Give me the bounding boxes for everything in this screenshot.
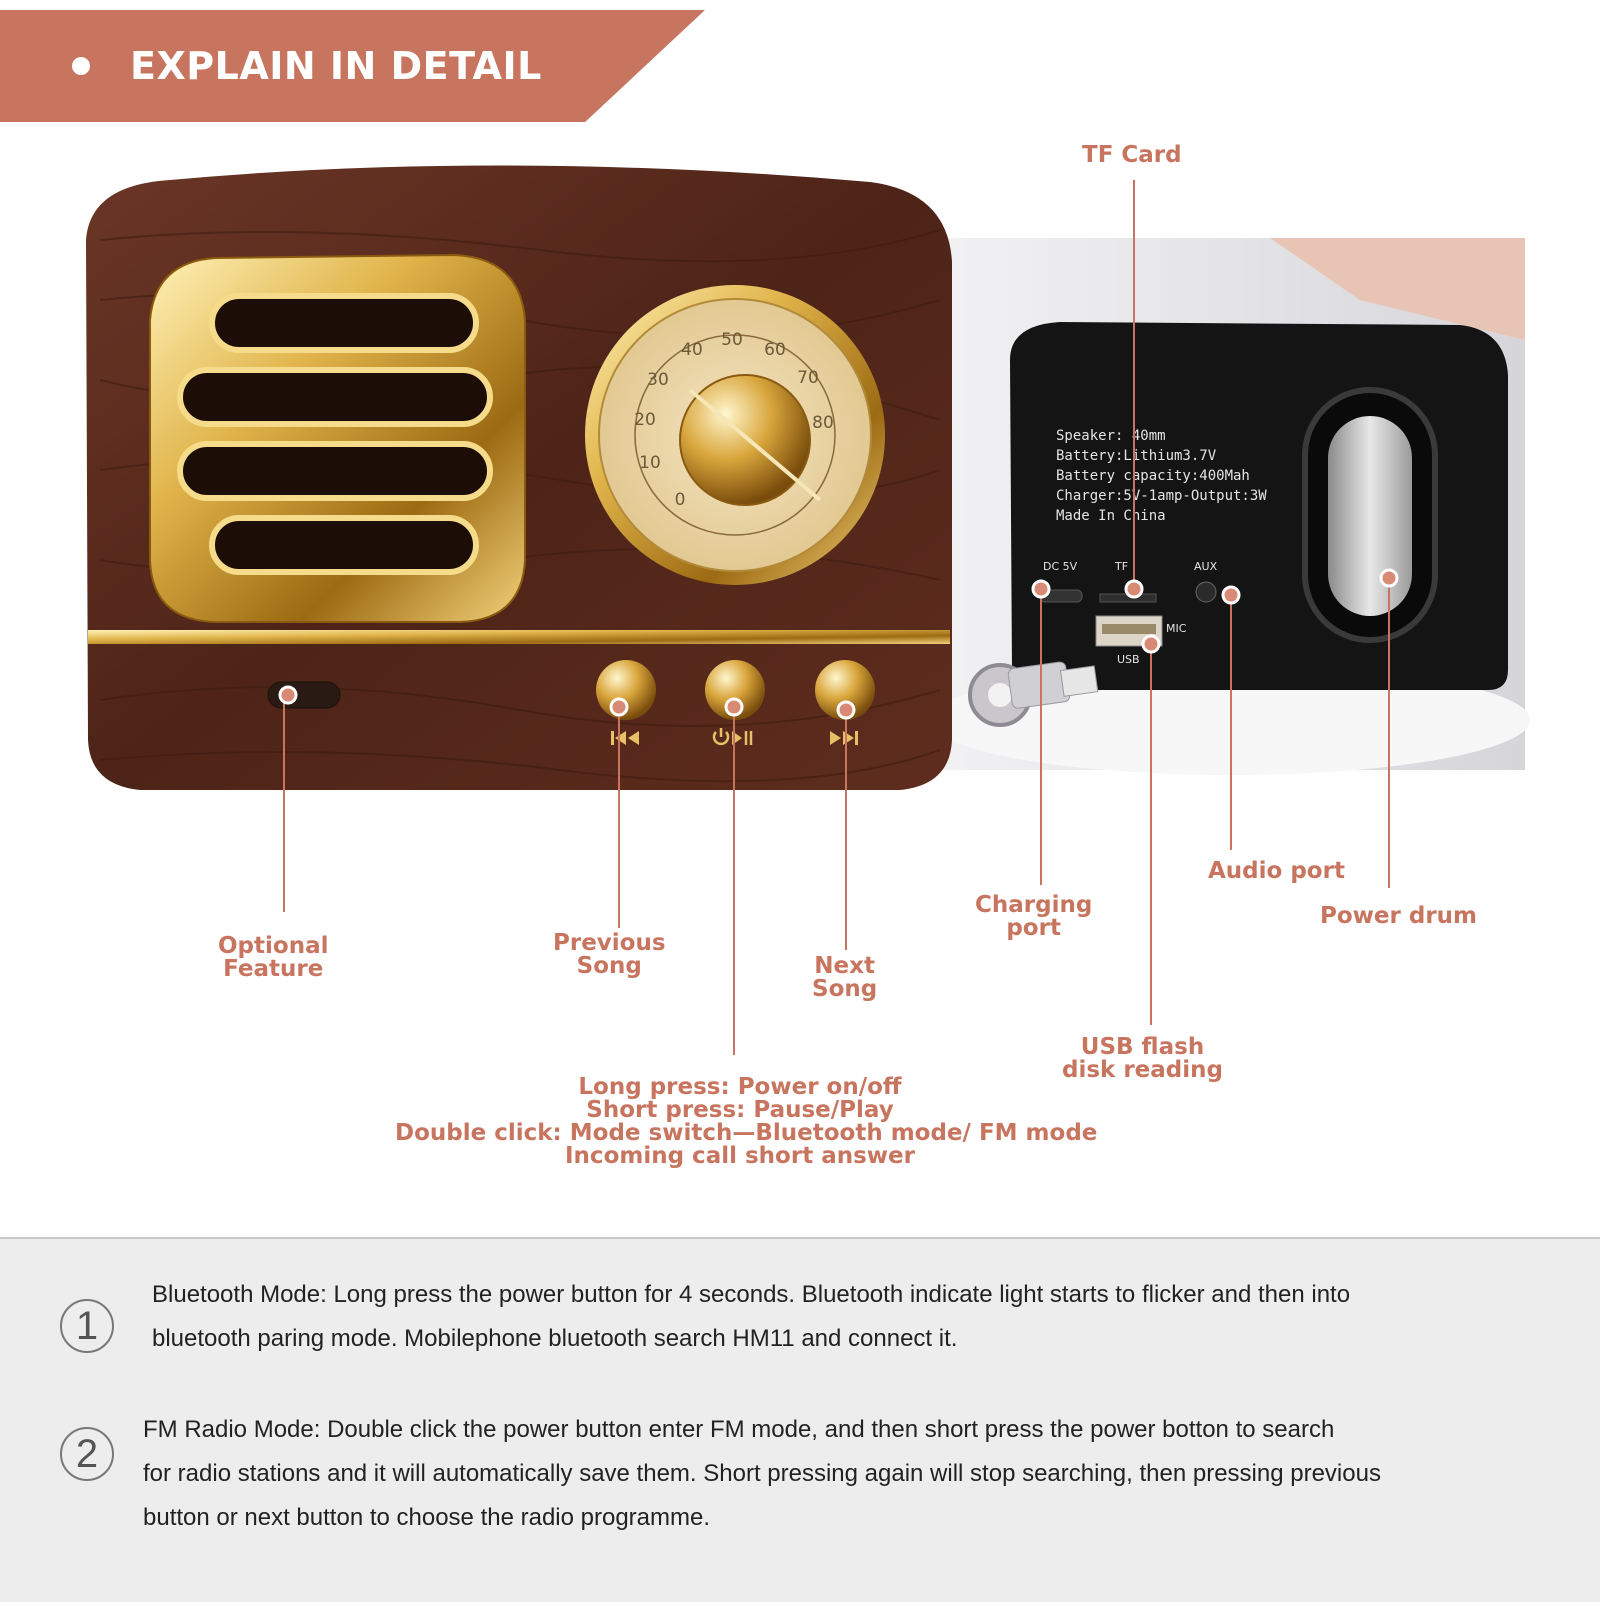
optional-feature-line: Optional (218, 933, 329, 959)
dial-numbers: 0 10 20 30 40 50 60 70 80 (634, 330, 834, 510)
speaker-grille (149, 253, 526, 623)
dial-number: 20 (634, 410, 656, 430)
usb-port-inner (1102, 624, 1156, 634)
optional-feature-label: Optional Feature (218, 935, 328, 981)
power-drum-wheel (1328, 416, 1412, 616)
dial-number: 30 (647, 370, 669, 390)
usb-port-label: USB (1117, 653, 1140, 666)
instruction-line: button or next button to choose the radi… (143, 1504, 711, 1531)
optional-feature-line: Feature (223, 956, 324, 982)
tuning-dial: 0 10 20 30 40 50 60 70 80 (585, 285, 885, 585)
spec-line: Made In China (1056, 508, 1166, 524)
product-diagram: Speaker: 40mm Battery:Lithium3.7V Batter… (0, 140, 1600, 1220)
port-labels: DC 5V TF AUX MIC USB (1043, 560, 1218, 666)
mic-label: MIC (1166, 622, 1187, 635)
fm-radio-mode-text: FM Radio Mode: Double click the power bu… (143, 1408, 1583, 1540)
dial-number: 60 (764, 340, 786, 360)
callout-marker (1124, 579, 1144, 599)
tf-port-label: TF (1114, 560, 1128, 573)
dc-port-label: DC 5V (1043, 560, 1078, 573)
page-title: EXPLAIN IN DETAIL (130, 44, 542, 88)
power-function-line: Incoming call short answer (565, 1143, 915, 1169)
callout-marker (1379, 568, 1399, 588)
callout-marker (1221, 585, 1241, 605)
next-song-line: Next (814, 953, 875, 979)
grille-slot (177, 441, 493, 501)
dial-needle (688, 388, 822, 502)
callout-marker (1141, 634, 1161, 654)
dial-inner-ring (634, 334, 836, 536)
step-number: 2 (60, 1427, 114, 1481)
previous-song-line: Song (576, 953, 642, 979)
callout-marker (836, 700, 856, 720)
charging-port-label: Charging port (975, 894, 1092, 940)
dial-number: 40 (681, 340, 703, 360)
aux-jack (1195, 581, 1217, 603)
callout-markers (278, 568, 1399, 720)
spec-line: Battery capacity:400Mah (1056, 468, 1250, 484)
instruction-line: for radio stations and it will automatic… (143, 1460, 1381, 1487)
power-drum-label: Power drum (1320, 903, 1478, 929)
usb-drive-connector (1059, 665, 1099, 697)
callout-marker (724, 697, 744, 717)
grille-slot (209, 515, 479, 575)
instruction-line: bluetooth paring mode. Mobilephone bluet… (152, 1325, 958, 1352)
bullet-dot (72, 57, 90, 75)
charging-port-line: port (1006, 915, 1061, 941)
power-function-line: Short press: Pause/Play (586, 1097, 894, 1123)
previous-track-icon (611, 731, 639, 745)
tf-card-label: TF Card (1082, 142, 1182, 168)
backdrop-fabric (1270, 238, 1525, 340)
aux-port-label: AUX (1194, 560, 1218, 573)
previous-song-line: Previous (553, 930, 666, 956)
callout-marker (1031, 579, 1051, 599)
dial-number: 80 (812, 413, 834, 433)
spec-text: Speaker: 40mm Battery:Lithium3.7V Batter… (1056, 428, 1267, 524)
dial-number: 10 (639, 453, 661, 473)
speaker-illustration: Speaker: 40mm Battery:Lithium3.7V Batter… (86, 165, 1530, 1055)
spec-line: Charger:5V-1amp-Output:3W (1056, 488, 1267, 504)
power-function-line: Long press: Power on/off (578, 1074, 902, 1100)
charging-port-line: Charging (975, 892, 1093, 918)
dial-number: 70 (797, 368, 819, 388)
gold-trim-strip (88, 630, 950, 644)
usb-flash-label: USB flash disk reading (1062, 1036, 1223, 1082)
grille-slot (209, 293, 479, 353)
instructions-panel: 1 Bluetooth Mode: Long press the power b… (0, 1237, 1600, 1602)
spec-line: Battery:Lithium3.7V (1056, 448, 1217, 464)
next-song-label: Next Song (812, 955, 877, 1001)
audio-port-label: Audio port (1208, 858, 1345, 884)
instruction-line: Bluetooth Mode: Long press the power but… (152, 1281, 1351, 1308)
bluetooth-mode-text: Bluetooth Mode: Long press the power but… (152, 1273, 1572, 1361)
power-button (705, 660, 765, 720)
usb-drive-hole (988, 683, 1012, 707)
spec-line: Speaker: 40mm (1056, 428, 1166, 444)
callout-marker (278, 685, 298, 705)
step-number: 1 (60, 1299, 114, 1353)
dial-hub (679, 374, 811, 506)
instruction-line: FM Radio Mode: Double click the power bu… (143, 1416, 1335, 1443)
previous-song-label: Previous Song (553, 932, 666, 978)
callout-marker (609, 697, 629, 717)
usb-flash-line: disk reading (1062, 1057, 1223, 1083)
usb-flash-drive (968, 661, 1099, 727)
power-button-functions: Long press: Power on/off Short press: Pa… (395, 1074, 1098, 1169)
callout-lines (283, 180, 1390, 1055)
power-function-line: Double click: Mode switch—Bluetooth mode… (395, 1120, 1098, 1146)
header-banner (0, 10, 705, 122)
dial-number: 50 (721, 330, 743, 350)
next-song-line: Song (812, 976, 878, 1002)
dial-number: 0 (675, 490, 686, 510)
usb-drive-body (1007, 661, 1071, 709)
usb-flash-line: USB flash (1080, 1034, 1205, 1060)
next-button (815, 660, 875, 720)
grille-slot (177, 367, 493, 427)
